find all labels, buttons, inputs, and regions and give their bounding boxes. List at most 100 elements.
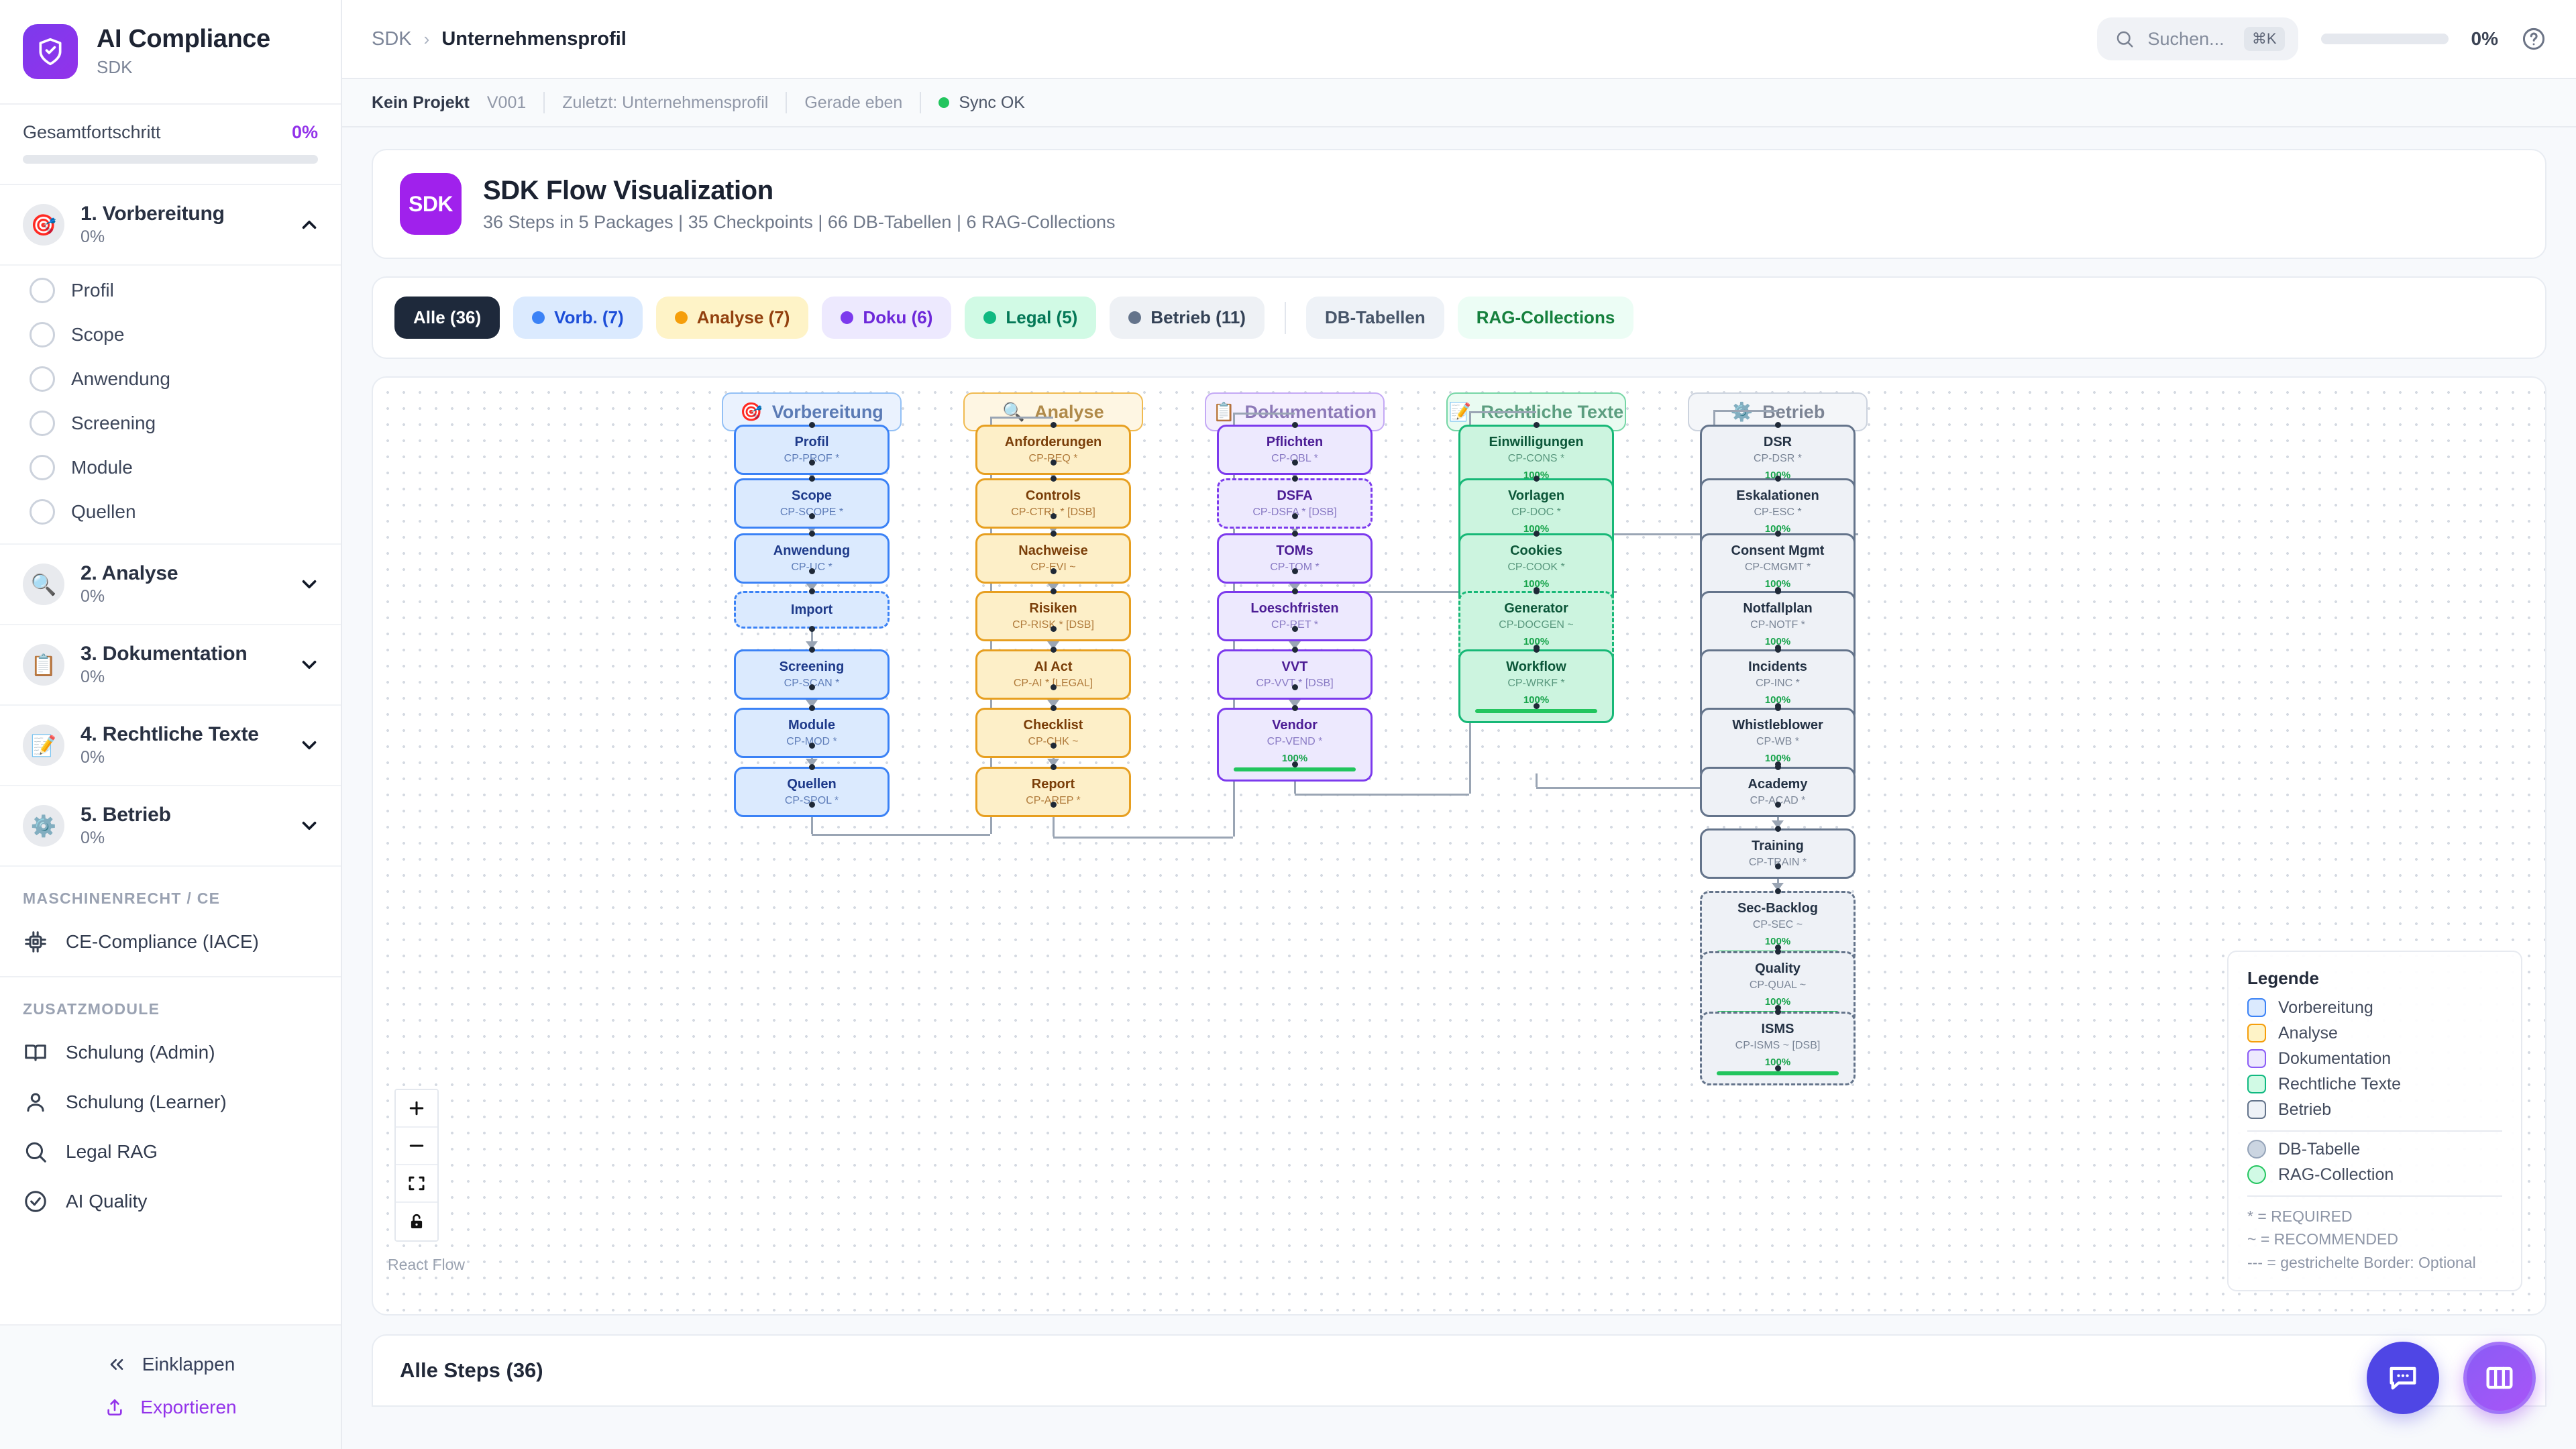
radio-icon <box>30 455 55 480</box>
flow-node-code: CP-OBL * <box>1271 453 1318 464</box>
filter-chip-betrieb[interactable]: Betrieb (11) <box>1110 297 1265 339</box>
flow-edge <box>812 834 990 836</box>
project-name: Kein Projekt <box>372 93 470 112</box>
breadcrumb-root[interactable]: SDK <box>372 28 412 50</box>
sidebar-item-schulung-learner[interactable]: Schulung (Learner) <box>0 1077 341 1127</box>
filter-chip-label: DB-Tabellen <box>1324 307 1426 327</box>
flow-node-port <box>1051 422 1057 428</box>
legend-label: RAG-Collection <box>2278 1165 2394 1184</box>
filter-chip-analyse[interactable]: Analyse (7) <box>655 297 809 339</box>
flow-node-progress-bar <box>1475 709 1597 713</box>
sidebar-item-quellen[interactable]: Quellen <box>0 490 341 534</box>
sidebar-item-legal-rag[interactable]: Legal RAG <box>0 1127 341 1177</box>
sidebar-item-ce-compliance[interactable]: CE-Compliance (IACE) <box>0 917 341 967</box>
flow-node-import[interactable]: Import <box>734 591 890 629</box>
react-flow-attribution[interactable]: React Flow <box>388 1256 466 1273</box>
sidebar-item-screening[interactable]: Screening <box>0 401 341 445</box>
page-subtitle: 36 Steps in 5 Packages | 35 Checkpoints … <box>483 211 1116 232</box>
flow-node-code: CP-EVI ~ <box>1030 561 1076 573</box>
chat-fab[interactable] <box>2367 1342 2439 1414</box>
zoom-in-button[interactable] <box>396 1090 437 1128</box>
zoom-out-button[interactable] <box>396 1128 437 1165</box>
filter-chip-doku[interactable]: Doku (6) <box>822 297 952 339</box>
brand-header[interactable]: AI Compliance SDK <box>0 0 341 105</box>
flow-node-title: Consent Mgmt <box>1731 543 1825 558</box>
fit-view-button[interactable] <box>396 1165 437 1203</box>
flow-node-port <box>1051 684 1057 690</box>
phase-percent: 0% <box>80 587 105 606</box>
version-badge: V001 <box>486 93 527 112</box>
panel-fab[interactable] <box>2463 1342 2536 1414</box>
sidebar-item-profil[interactable]: Profil <box>0 268 341 313</box>
status-dot-icon <box>938 97 950 108</box>
flow-canvas[interactable]: 🎯Vorbereitung🔍Analyse📋Dokumentation📝Rech… <box>372 376 2546 1316</box>
flow-edge-arrow <box>1289 583 1301 591</box>
flow-node-port <box>1775 422 1781 428</box>
flow-node-port <box>809 531 815 537</box>
last-edited-time: Gerade eben <box>804 93 903 112</box>
phase-percent: 0% <box>80 828 105 847</box>
content-scroll: SDK SDK Flow Visualization 36 Steps in 5… <box>342 127 2576 1449</box>
sidebar-item-ai-quality[interactable]: AI Quality <box>0 1177 341 1226</box>
sidebar-item-schulung-admin[interactable]: Schulung (Admin) <box>0 1028 341 1077</box>
flow-node-percent: 100% <box>1523 470 1549 481</box>
sidebar-item-label: Module <box>71 457 133 478</box>
chevrons-left-icon <box>110 1359 123 1370</box>
sidebar-machine-section: MASCHINENRECHT / CE CE-Compliance (IACE) <box>0 867 341 977</box>
legend-row: Dokumentation <box>2247 1049 2502 1069</box>
export-label: Exportieren <box>140 1397 237 1417</box>
sidebar-item-scope[interactable]: Scope <box>0 313 341 357</box>
flow-node-code: CP-QUAL ~ <box>1749 979 1807 991</box>
flow-node-title: ISMS <box>1761 1022 1794 1036</box>
legend-swatch-icon <box>2247 1075 2266 1093</box>
flow-edge-arrow <box>1289 641 1301 649</box>
flow-node-port <box>1775 476 1781 482</box>
sidebar-item-module[interactable]: Module <box>0 445 341 490</box>
filter-chip-rag-collections[interactable]: RAG-Collections <box>1457 297 1634 339</box>
filter-chip-alle[interactable]: Alle (36) <box>394 297 500 339</box>
legend-row: DB-Tabelle <box>2247 1140 2502 1159</box>
export-button[interactable]: Exportieren <box>23 1386 318 1429</box>
sidebar-item-anwendung[interactable]: Anwendung <box>0 357 341 401</box>
filter-chip-db-tabellen[interactable]: DB-Tabellen <box>1305 297 1444 339</box>
flow-node-title: Training <box>1752 839 1804 853</box>
search-input[interactable]: Suchen... ⌘K <box>2096 17 2298 60</box>
lock-toggle-button[interactable] <box>396 1203 437 1240</box>
collapse-sidebar-button[interactable]: Einklappen <box>23 1343 318 1386</box>
filter-chip-vorb[interactable]: Vorb. (7) <box>513 297 643 339</box>
chip-divider <box>1284 301 1286 334</box>
question-circle-icon[interactable] <box>2521 26 2546 52</box>
check-circle-icon <box>25 1191 46 1212</box>
filter-chip-legal[interactable]: Legal (5) <box>965 297 1097 339</box>
phase-emoji-icon: 🔍 <box>23 564 64 605</box>
flow-node-progress-bar <box>1717 1071 1839 1075</box>
